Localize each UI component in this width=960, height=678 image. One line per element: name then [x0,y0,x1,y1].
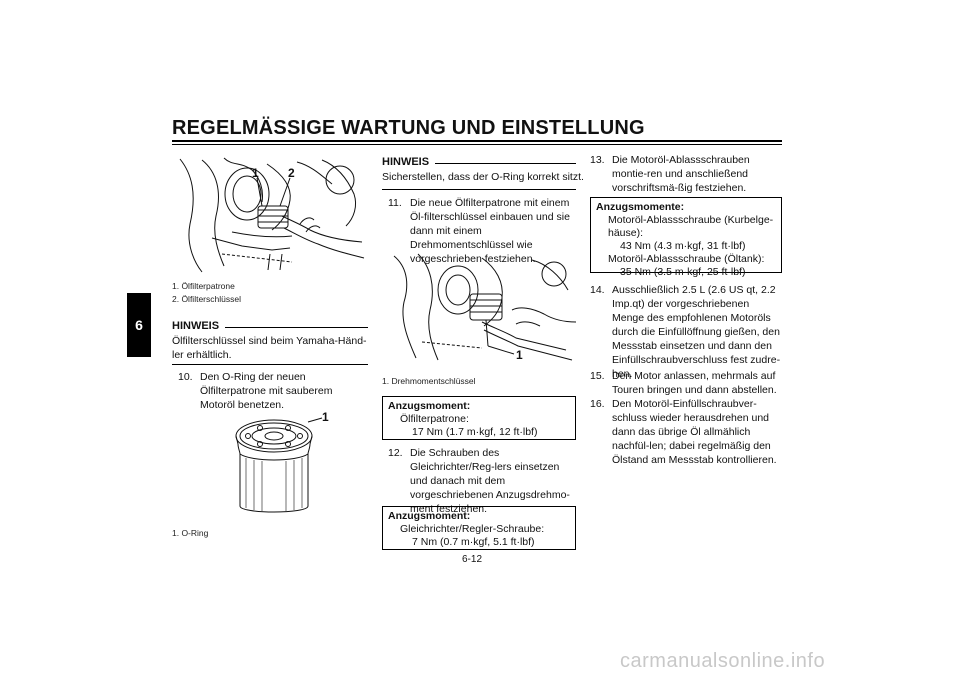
step-number: 13. [590,154,605,166]
step-number: 16. [590,398,605,410]
caption-oil-filter-wrench: 2. Ölfilterschlüssel [172,294,241,304]
callout-1: 1 [516,348,523,362]
chapter-tab: 6 [127,293,151,357]
torque-value: 17 Nm (1.7 m·kgf, 12 ft·lbf) [412,426,538,438]
note-heading-label: HINWEIS [382,156,430,168]
page-number: 6-12 [462,554,483,565]
torque-value: 43 Nm (4.3 m·kgf, 31 ft·lbf) [620,240,746,252]
step-11: 11. Die neue Ölfilterpatrone mit einem Ö… [388,196,576,266]
torque-value: 7 Nm (0.7 m·kgf, 5.1 ft·lbf) [412,536,535,548]
note-heading: HINWEIS [382,156,576,168]
torque-spec-box: Anzugsmoment: Gleichrichter/Regler-Schra… [382,506,576,550]
chapter-tab-label: 6 [135,317,143,333]
note-end-rule [172,364,368,365]
callout-1: 1 [322,410,329,424]
title-rule [172,140,782,142]
figure-oil-filter-cartridge: 1 [222,408,342,522]
step-number: 15. [590,370,605,382]
title-rule-thin [172,144,782,145]
step-16: 16. Den Motoröl-Einfüllschraubver-schlus… [590,397,782,467]
caption-o-ring: 1. O-Ring [172,528,209,538]
note-end-rule [382,189,576,190]
step-number: 14. [590,284,605,296]
callout-2: 2 [288,166,295,180]
step-text: Den Motoröl-Einfüllschraubver-schluss wi… [612,398,777,466]
torque-heading: Anzugsmomente: [596,201,685,213]
caption-torque-wrench: 1. Drehmomentschlüssel [382,376,476,386]
step-10: 10. Den O-Ring der neuen Ölfilterpatrone… [178,370,368,412]
engine-wrench-illustration [179,157,365,273]
figure-caption-list: 1. Ölfilterpatrone 2. Ölfilterschlüssel [172,280,368,306]
torque-spec-box: Anzugsmomente: Motoröl-Ablassschraube (K… [590,197,782,278]
step-text: Die Motoröl-Ablassschrauben montie-ren u… [612,154,750,194]
note-heading-rule [435,163,576,164]
torque-item: Gleichrichter/Regler-Schraube: [400,523,545,535]
torque-heading: Anzugsmoment: [388,510,471,522]
note-heading-rule [225,327,368,328]
note-heading-label: HINWEIS [172,320,220,332]
note-text: Ölfilterschlüssel sind beim Yamaha-Händ-… [172,335,367,361]
torque-value: 35 Nm (3.5 m·kgf, 25 ft·lbf) [620,266,746,278]
figure-torque-wrench: 1 [382,250,577,370]
step-text: Den Motor anlassen, mehrmals auf Touren … [612,370,777,396]
torque-wrench-illustration [393,253,577,361]
step-number: 10. [178,371,193,383]
watermark: carmanualsonline.info [620,650,826,672]
torque-item: Ölfilterpatrone: [400,413,469,425]
step-text: Den O-Ring der neuen Ölfilterpatrone mit… [200,371,333,411]
torque-spec-box: Anzugsmoment: Ölfilterpatrone: 17 Nm (1.… [382,396,576,440]
callout-1: 1 [252,166,259,180]
torque-heading: Anzugsmoment: [388,400,471,412]
figure-oil-filter-wrench: 1 2 [172,154,368,276]
oil-filter-illustration [235,417,323,513]
step-14: 14. Ausschließlich 2.5 L (2.6 US qt, 2.2… [590,283,782,381]
step-number: 12. [388,447,403,459]
note-heading: HINWEIS [172,320,368,332]
step-number: 11. [388,197,402,209]
step-text: Ausschließlich 2.5 L (2.6 US qt, 2.2 Imp… [612,284,781,380]
note-text: Sicherstellen, dass der O-Ring korrekt s… [382,171,584,183]
torque-item: Motoröl-Ablassschraube (Kurbelge-häuse): [608,214,774,239]
caption-oil-filter-cartridge: 1. Ölfilterpatrone [172,281,235,291]
step-text: Die neue Ölfilterpatrone mit einem Öl-fi… [410,197,570,265]
step-15: 15. Den Motor anlassen, mehrmals auf Tou… [590,369,782,397]
step-13: 13. Die Motoröl-Ablassschrauben montie-r… [590,153,782,195]
torque-item: Motoröl-Ablassschraube (Öltank): [608,253,765,265]
page-title: REGELMÄSSIGE WARTUNG UND EINSTELLUNG [172,117,645,139]
